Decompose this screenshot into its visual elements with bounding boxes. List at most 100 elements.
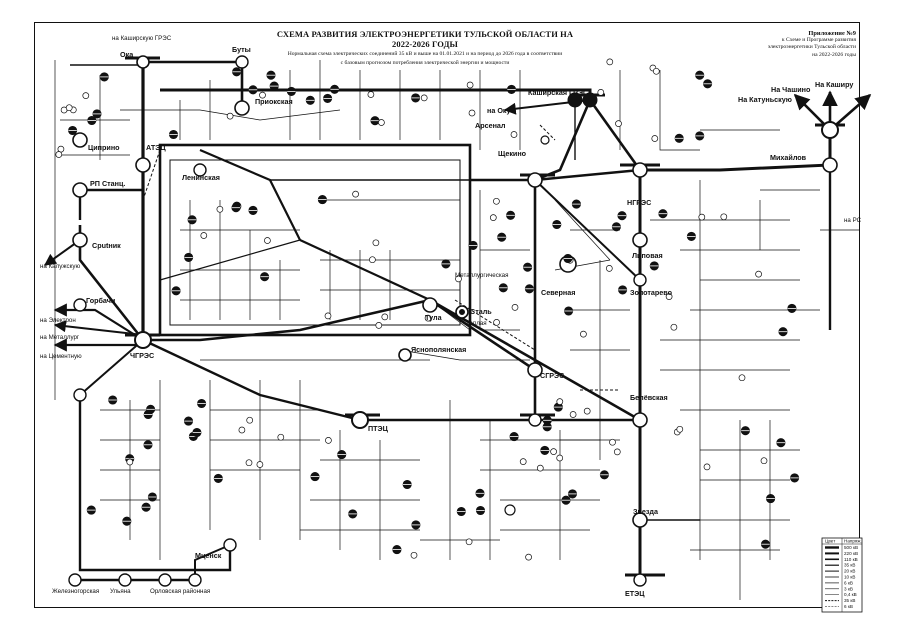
uliana-node <box>118 573 132 587</box>
zvezda-node <box>632 512 648 528</box>
label-to-kaluzhskuyu: на Калужскую <box>40 263 80 270</box>
minor-substation-icon <box>264 237 271 244</box>
minor-substation-icon <box>55 151 63 158</box>
drawing-frame <box>34 22 860 608</box>
gorbachi-node <box>73 298 87 312</box>
minor-substation-icon <box>510 131 518 138</box>
minor-substation-icon <box>424 314 432 322</box>
label-leninskaya: Ленинская <box>182 173 220 182</box>
legend-row-label: 220 кВ <box>844 551 858 556</box>
label-to-metallurg: на Металлург <box>40 334 80 341</box>
sputnik-node <box>72 232 88 248</box>
label-belevskaya: Белёвская <box>630 393 668 402</box>
minor-substation-icon <box>372 239 380 247</box>
label-zvezda: Звезда <box>633 507 659 516</box>
atec-node <box>135 157 151 173</box>
minor-substation-icon <box>381 313 389 321</box>
minor-substation-icon <box>216 205 224 213</box>
label-to-oku: на Оку <box>487 106 511 115</box>
appendix-line-3: электроэнергетики Тульской области <box>767 44 856 51</box>
substation-symbols <box>68 55 839 587</box>
label-severnaya: Северная <box>541 288 575 297</box>
subtitle-line-1: Нормальная схема электрических соединени… <box>287 51 563 57</box>
minor-substation-icon <box>378 119 385 126</box>
minor-substation-icon <box>375 322 383 329</box>
legend-row-label: 20 кВ <box>844 569 855 574</box>
label-uliana: Ульяна <box>110 588 131 595</box>
priokskaya-node <box>234 100 250 116</box>
minor-substation-icon <box>465 538 473 546</box>
label-kashira-grs: Каширская ГРЭС <box>528 88 588 97</box>
diagram-title: СХЕМА РАЗВИТИЯ ЭЛЕКТРОЭНЕРГЕТИКИ ТУЛЬСКО… <box>270 29 580 67</box>
tula-ring <box>158 143 535 337</box>
minor-substation-icon <box>352 190 359 198</box>
minor-substation-icon <box>676 425 684 433</box>
minor-substation-icon <box>200 232 208 239</box>
label-tula: Тула <box>425 313 443 322</box>
label-atec: АТЭЦ <box>146 143 166 152</box>
tula-node <box>422 297 438 313</box>
oka-node <box>136 55 150 69</box>
minor-substation-icon <box>246 416 254 424</box>
minor-substation-icon <box>325 437 332 444</box>
label-stal: Сталь <box>470 307 492 316</box>
minor-substation-icon <box>420 94 428 102</box>
label-gorbachi: Горбачи <box>86 296 115 305</box>
label-yasnopolyanskaya: Яснополянская <box>411 345 466 354</box>
minor-substation-icon <box>489 214 497 221</box>
minor-substation-icon <box>536 464 544 472</box>
label-chgres: ЧГРЭС <box>130 351 154 360</box>
minor-substation-icon <box>493 319 500 326</box>
label-buty: Буты <box>232 45 251 54</box>
minor-substation-icon <box>738 374 746 382</box>
minor-substation-icon <box>277 433 285 441</box>
yasnopolyanskaya-node <box>398 348 412 362</box>
legend-header-left: Цвет <box>825 539 836 544</box>
legend-row-label: 110 кВ <box>844 557 858 562</box>
label-to-kashiru: На Каширу <box>815 80 853 89</box>
minor-substation-icon <box>615 120 622 127</box>
legend-row-label: 3 кВ <box>844 586 853 591</box>
label-metallurg: Металлургическая <box>455 272 508 279</box>
minor-substation-icon <box>651 135 659 142</box>
minor-substation-icon <box>698 213 706 221</box>
label-sputnik: Сputник <box>92 241 121 250</box>
legend-row-label: 0,4 кВ <box>844 592 857 597</box>
minor-substation-icon <box>720 213 728 221</box>
orel-node <box>158 573 172 587</box>
belevskaya-node <box>632 412 648 428</box>
sgres-node <box>527 362 543 378</box>
rp-stanci-node <box>72 182 88 198</box>
shchekino-node <box>527 172 543 188</box>
minor-substation-icon <box>609 438 616 446</box>
label-mtsensk: Мценск <box>195 551 222 560</box>
label-rp-stanci: РП Станц. <box>90 179 125 188</box>
label-tsiprino: Циприно <box>88 143 120 152</box>
label-sgres: СГРЭС <box>540 371 564 380</box>
buty-node <box>235 55 249 69</box>
trunk-lines <box>44 60 872 582</box>
leninskaya-node <box>193 163 207 177</box>
label-arsenal: Арсенал <box>475 121 506 130</box>
legend-header-right: Напряж. <box>844 539 862 544</box>
legend-row-label: 10 кВ <box>844 575 855 580</box>
zheleznogorsk-node <box>68 573 82 587</box>
label-teplaya: Теплая <box>466 320 487 327</box>
minor-substation-icon <box>755 270 762 278</box>
mtsensk-node <box>223 538 237 552</box>
ptec-node <box>351 411 369 429</box>
minor-substation-icon <box>493 197 500 205</box>
chgres-node <box>134 331 152 349</box>
legend-row-label: 6 кВ <box>844 580 853 585</box>
minor-substation-icon <box>525 553 532 561</box>
minor-substation-icon <box>226 112 234 120</box>
etec-node <box>633 573 647 587</box>
label-ptec: ПТЭЦ <box>368 424 389 433</box>
label-zheleznogorsk: Железногорская <box>52 588 99 595</box>
appendix-number: Приложение №9 <box>808 30 856 37</box>
label-priokskaya: Приокская <box>255 97 293 106</box>
minor-substation-icon <box>468 109 476 117</box>
minor-substation-icon <box>760 457 768 465</box>
minor-substation-icon <box>238 426 246 434</box>
